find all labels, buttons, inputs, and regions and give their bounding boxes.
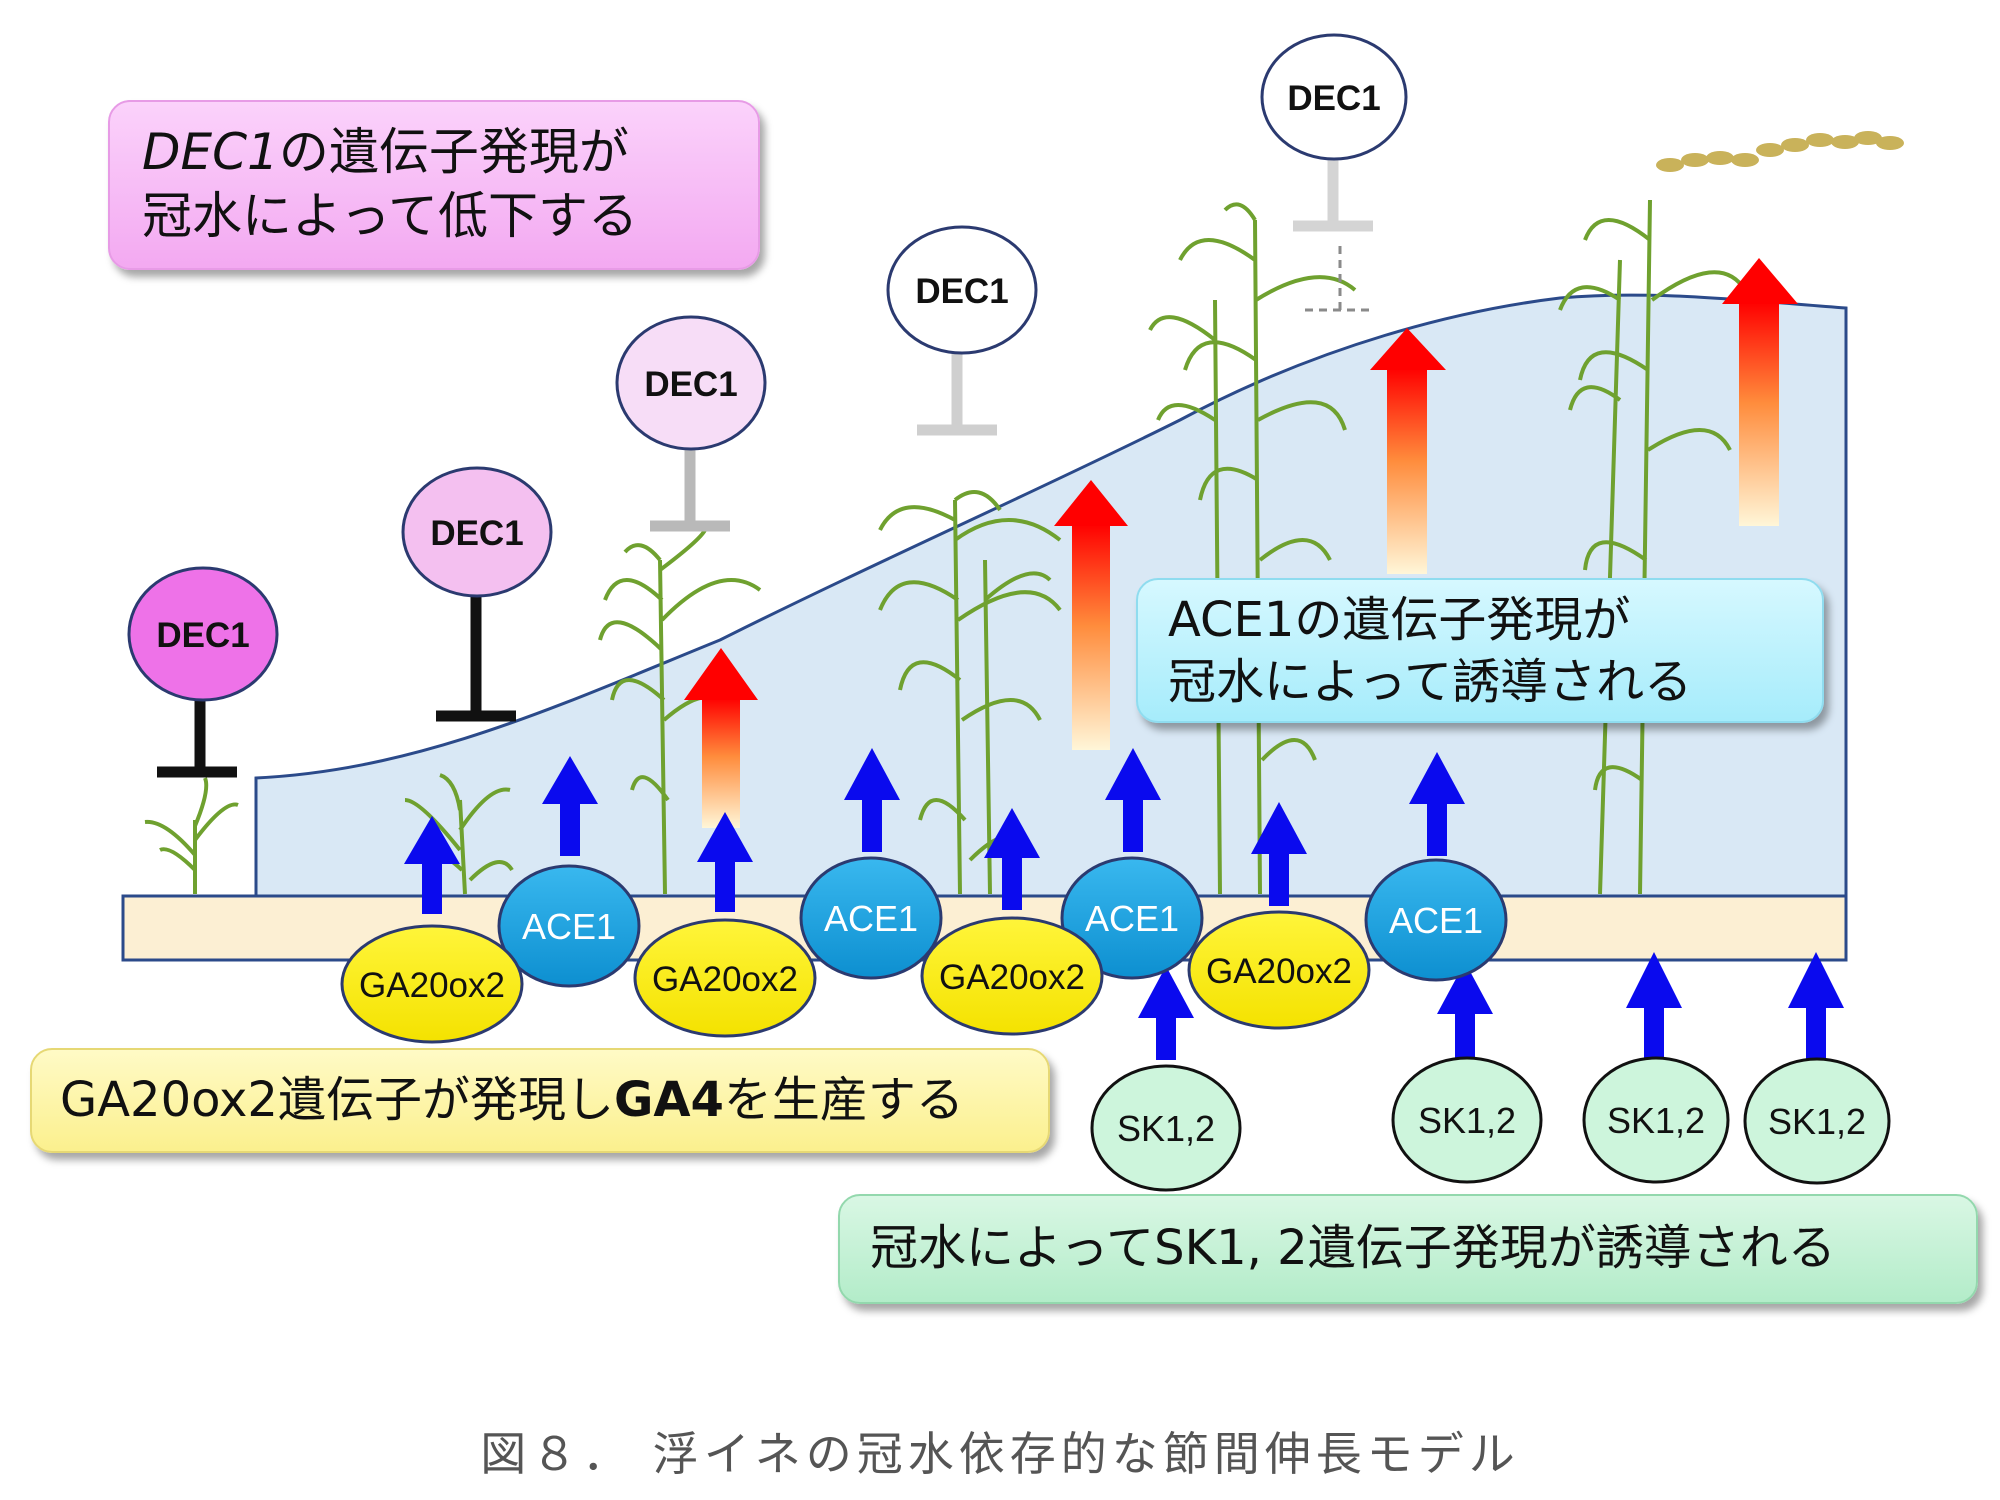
up-arrow-ga20ox2-2: [697, 812, 753, 912]
callout-dec1-expression: DEC1の遺伝子発現が 冠水によって低下する: [108, 100, 760, 270]
blue-up-arrows: [404, 748, 1844, 1066]
growth-arrow-4: [1722, 258, 1798, 526]
up-arrow-sk-4: [1788, 952, 1844, 1060]
dec1-repression-bar-2: [436, 592, 516, 722]
callout-ace1-line2: 冠水によって誘導される: [1168, 654, 1693, 710]
growth-arrow-3: [1370, 328, 1446, 574]
svg-text:DEC1: DEC1: [644, 365, 737, 404]
ace1-node-2: ACE1: [799, 856, 943, 980]
svg-text:GA20ox2: GA20ox2: [1206, 952, 1352, 991]
svg-text:ACE1: ACE1: [1389, 900, 1483, 941]
ga20ox2-node-1: GA20ox2: [340, 924, 524, 1044]
up-arrow-ga20ox2-4: [1251, 802, 1307, 906]
dec1-repression-bar-3: [650, 450, 730, 532]
callout-ga-before: GA20ox2遺伝子が発現し: [60, 1072, 614, 1128]
sk-node-1: SK1,2: [1090, 1064, 1242, 1192]
svg-text:SK1,2: SK1,2: [1607, 1100, 1705, 1141]
callout-ace1-line1: ACE1の遺伝子発現が: [1168, 592, 1631, 648]
dec1-repression-bar-1: [157, 700, 237, 778]
svg-text:GA20ox2: GA20ox2: [939, 958, 1085, 997]
svg-text:DEC1: DEC1: [156, 616, 249, 655]
svg-text:SK1,2: SK1,2: [1418, 1100, 1516, 1141]
callout-sk-line: 冠水によってSK1, 2遺伝子発現が誘導される: [870, 1220, 1836, 1276]
dec1-node-3: DEC1: [615, 315, 767, 451]
callout-ga-line: GA20ox2遺伝子が発現しGA4を生産する: [60, 1050, 1048, 1150]
callout-ga-ga4: GA4: [613, 1072, 724, 1128]
ga20ox2-node-2: GA20ox2: [633, 918, 817, 1038]
ace1-node-3: ACE1: [1060, 856, 1204, 980]
rice-panicle: [1656, 131, 1904, 172]
ace1-node-1: ACE1: [497, 864, 641, 988]
sk-node-4: SK1,2: [1743, 1057, 1891, 1185]
ace1-node-4: ACE1: [1364, 858, 1508, 982]
svg-text:ACE1: ACE1: [824, 898, 918, 939]
sk-node-3: SK1,2: [1582, 1056, 1730, 1184]
sk-node-2: SK1,2: [1391, 1056, 1543, 1184]
callout-sk-expression: 冠水によってSK1, 2遺伝子発現が誘導される: [838, 1194, 1978, 1304]
growth-arrow-1: [684, 648, 758, 828]
ga20ox2-node-4: GA20ox2: [1187, 910, 1371, 1030]
callout-dec1-line1: DEC1の遺伝子発現が: [142, 120, 758, 184]
rice-plant-seedling: [144, 777, 239, 894]
dec1-node-2: DEC1: [401, 466, 553, 598]
callout-ga-after: を生産する: [723, 1072, 964, 1128]
callout-ace1-expression: ACE1の遺伝子発現が 冠水によって誘導される: [1136, 578, 1824, 723]
figure-caption: 図８． 浮イネの冠水依存的な節間伸長モデル: [480, 1427, 1520, 1481]
up-arrow-ga20ox2-1: [404, 816, 460, 914]
dec1-repression-bar-4: [917, 344, 997, 436]
dec1-node-5: DEC1: [1260, 33, 1408, 161]
callout-dec1-line2: 冠水によって低下する: [142, 187, 638, 245]
rice-plant-medium: [878, 490, 1062, 895]
up-arrow-ace1-4: [1409, 752, 1465, 856]
svg-text:GA20ox2: GA20ox2: [359, 966, 505, 1005]
up-arrow-ace1-1: [542, 756, 598, 856]
svg-text:DEC1: DEC1: [1287, 79, 1380, 118]
dec1-repression-bar-5: [1293, 160, 1373, 232]
callout-ga20ox2-expression: GA20ox2遺伝子が発現しGA4を生産する: [30, 1048, 1050, 1153]
dec1-fading-dashed-bar: [1305, 246, 1375, 312]
svg-text:SK1,2: SK1,2: [1117, 1108, 1215, 1149]
callout-dec1-line1-rest: の遺伝子発現が: [278, 123, 629, 181]
svg-text:GA20ox2: GA20ox2: [652, 960, 798, 999]
up-arrow-ace1-2: [844, 748, 900, 852]
svg-text:SK1,2: SK1,2: [1768, 1101, 1866, 1142]
growth-arrow-2: [1054, 480, 1128, 750]
up-arrow-ga20ox2-3: [984, 808, 1040, 910]
ga20ox2-node-3: GA20ox2: [920, 916, 1104, 1036]
floodwater-area: [254, 293, 1848, 898]
up-arrow-sk-1: [1138, 966, 1194, 1060]
svg-text:ACE1: ACE1: [522, 906, 616, 947]
svg-text:DEC1: DEC1: [915, 272, 1008, 311]
dec1-gene-name: DEC1: [142, 123, 279, 181]
svg-text:DEC1: DEC1: [430, 514, 523, 553]
up-arrow-sk-2: [1437, 962, 1493, 1066]
dec1-node-4: DEC1: [886, 225, 1038, 355]
up-arrow-ace1-3: [1105, 748, 1161, 852]
dec1-node-1: DEC1: [127, 566, 279, 702]
svg-text:ACE1: ACE1: [1085, 898, 1179, 939]
up-arrow-sk-3: [1626, 952, 1682, 1060]
